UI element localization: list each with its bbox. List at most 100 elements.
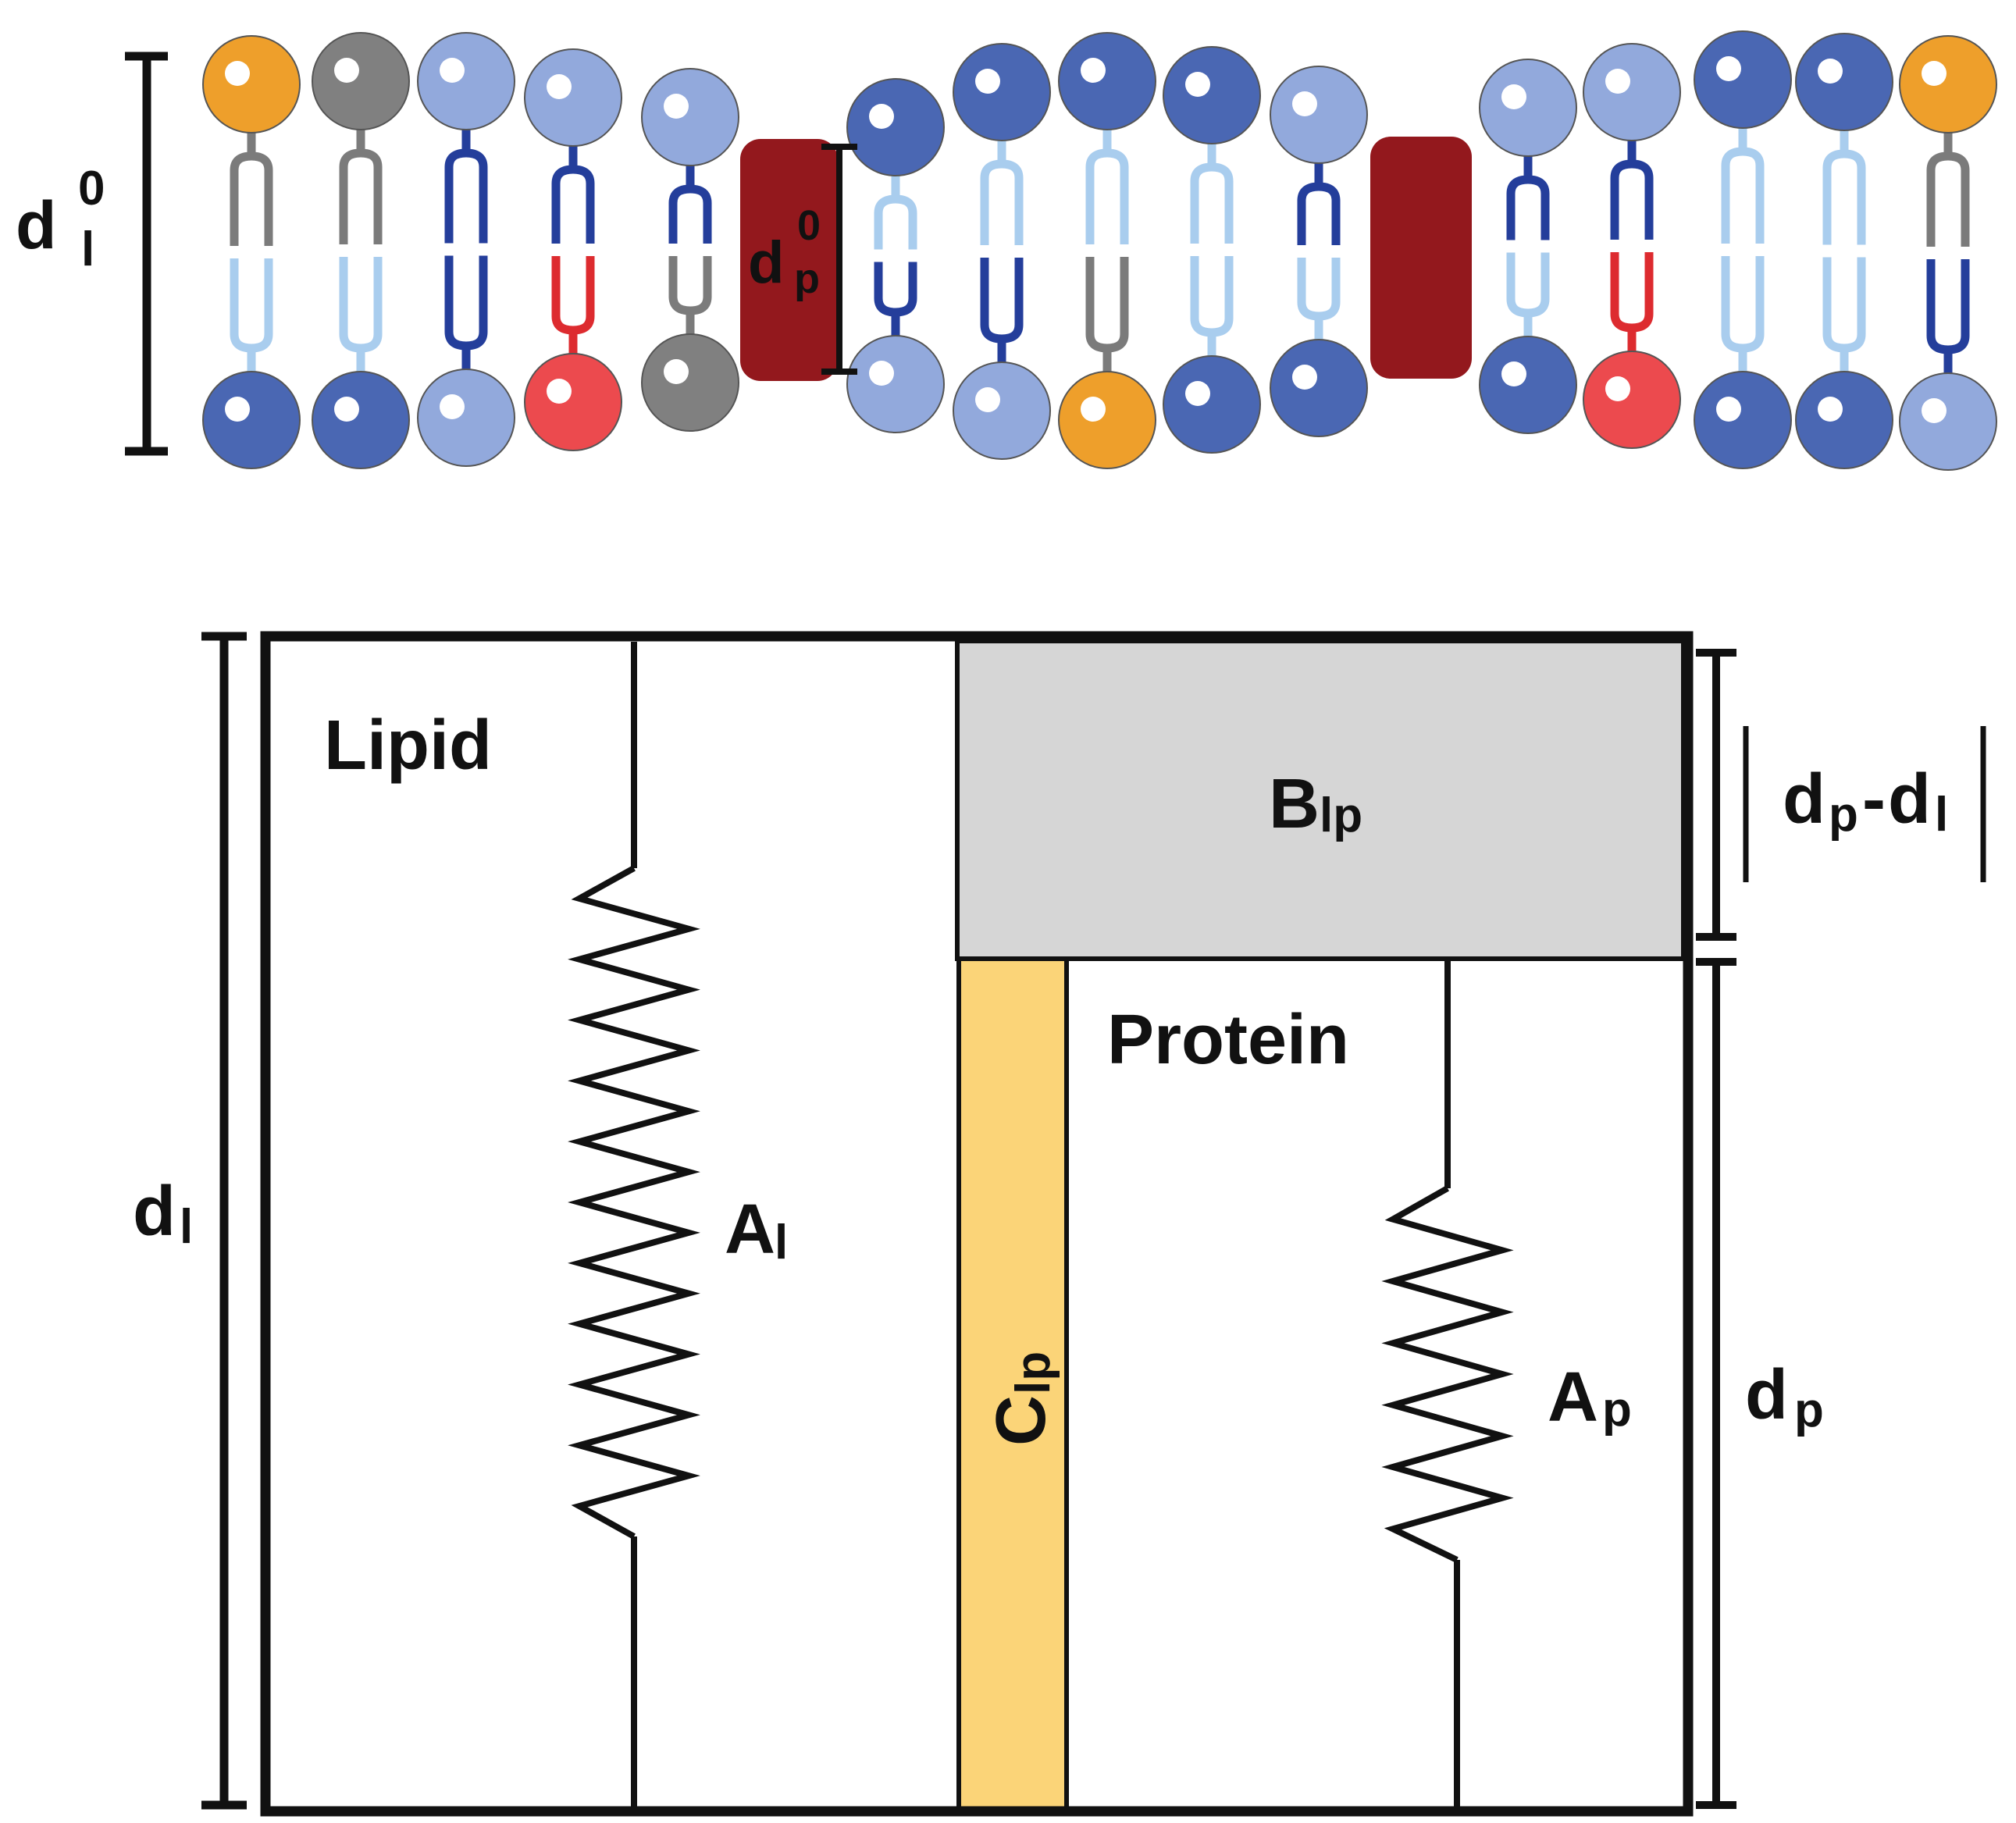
lipid-molecule <box>417 32 515 467</box>
dp0-label-sup: 0 <box>797 202 821 249</box>
lipid-tail-lower <box>339 257 383 353</box>
lipid-head-bottom <box>524 353 622 451</box>
lipid-head-bottom <box>1583 351 1681 449</box>
lipid-molecule <box>1899 35 1997 471</box>
dl0-label-d: d <box>16 188 57 263</box>
c-lp-sub: lp <box>1006 1351 1060 1394</box>
spring-a-l-coil <box>568 865 700 1540</box>
c-lp-column <box>956 956 1069 1812</box>
dim-diff-d2: d <box>1888 760 1931 839</box>
lipid-molecule <box>1058 32 1156 469</box>
dim-d-l-label: d l <box>133 1173 193 1254</box>
mechanical-model: Lipid Protein A l A p B lp C lp d l <box>133 631 1986 1817</box>
lipid-head-highlight <box>1716 56 1741 81</box>
lipid-tail-upper <box>230 151 273 246</box>
lipid-layer <box>202 30 1997 471</box>
lipid-head-highlight <box>1716 397 1741 422</box>
dim-diff-s2: l <box>1935 788 1948 842</box>
dim-d-p-label: d p <box>1745 1356 1824 1437</box>
lipid-label: Lipid <box>324 707 492 785</box>
lipid-head-top <box>1694 30 1792 129</box>
spring-a-p-coil <box>1381 1185 1514 1563</box>
lipid-head-highlight <box>440 394 465 419</box>
lipid-head-highlight <box>1292 91 1317 116</box>
lipid-tail-upper <box>1926 151 1970 247</box>
a-l-main: A <box>725 1191 775 1269</box>
lipid-head-top <box>417 32 515 130</box>
lipid-head-highlight <box>869 104 894 129</box>
spring-a-p <box>1381 959 1514 1807</box>
dim-diff-label: d p - d l <box>1743 726 1986 882</box>
lipid-head-top <box>1163 46 1261 144</box>
lipid-tail-lower <box>1926 259 1970 354</box>
lipid-head-highlight <box>334 397 359 422</box>
lipid-molecule <box>202 35 301 469</box>
lipid-head-bottom <box>312 371 410 469</box>
model-frame <box>260 631 1694 1817</box>
protein-block-right <box>1370 137 1472 379</box>
lipid-molecule <box>1795 33 1893 469</box>
lipid-head-highlight <box>225 397 250 422</box>
dim-d-p-bracket <box>1696 958 1736 1809</box>
dl0-label-sup: 0 <box>78 162 105 215</box>
protein-block-left <box>740 139 838 381</box>
dp0-bracket <box>821 144 857 375</box>
lipid-head-top <box>641 68 739 166</box>
lipid-tail-upper <box>444 148 488 244</box>
lipid-head-bottom <box>641 333 739 432</box>
a-p-label: A p <box>1548 1358 1632 1437</box>
lipid-head-top <box>202 35 301 134</box>
dim-diff-d1: d <box>1783 760 1825 839</box>
lipid-molecule <box>312 32 410 469</box>
lipid-tail-upper <box>1721 147 1765 244</box>
lipid-head-highlight <box>1081 58 1106 83</box>
dim-d-p-main: d <box>1745 1356 1788 1434</box>
lipid-head-highlight <box>1501 84 1526 109</box>
lipid-head-bottom <box>417 369 515 467</box>
lipid-head-bottom <box>1479 336 1577 434</box>
b-lp-sub: lp <box>1320 789 1362 842</box>
lipid-molecule <box>1583 43 1681 449</box>
lipid-head-highlight <box>1081 397 1106 422</box>
dl0-bracket <box>125 52 168 456</box>
dim-diff-s1: p <box>1829 788 1858 842</box>
spring-a-l <box>568 642 700 1807</box>
lipid-tail-lower <box>874 262 917 317</box>
lipid-tail-lower <box>1085 257 1129 353</box>
b-lp-main: B <box>1269 765 1320 843</box>
lipid-tail-upper <box>1506 175 1550 240</box>
protein-label: Protein <box>1107 1001 1349 1079</box>
lipid-tail-upper <box>980 159 1024 245</box>
lipid-tail-lower <box>1822 257 1866 353</box>
lipid-head-bottom <box>1058 371 1156 469</box>
lipid-head-top <box>1795 33 1893 131</box>
lipid-head-highlight <box>664 359 689 384</box>
lipid-tail-lower <box>1610 252 1654 333</box>
lipid-head-top <box>524 48 622 147</box>
dl0-label-sub: l <box>81 223 94 276</box>
lipid-head-bottom <box>846 335 945 433</box>
lipid-head-bottom <box>1270 339 1368 437</box>
lipid-tail-lower <box>1297 258 1341 321</box>
dim-diff-dash: - <box>1862 760 1886 839</box>
lipid-tail-upper <box>339 148 383 244</box>
a-p-sub: p <box>1602 1383 1632 1437</box>
lipid-head-top <box>846 78 945 176</box>
lipid-head-highlight <box>1818 59 1843 84</box>
lipid-head-bottom <box>953 361 1051 460</box>
lipid-tail-lower <box>1506 252 1550 318</box>
dim-d-l-sub: l <box>180 1200 193 1254</box>
lipid-head-highlight <box>1605 376 1630 401</box>
membrane-schematic: d l 0 d p 0 <box>16 30 1997 471</box>
lipid-head-highlight <box>975 387 1000 412</box>
lipid-tail-lower <box>230 258 273 353</box>
dim-d-p-sub: p <box>1794 1383 1824 1437</box>
lipid-head-highlight <box>1922 61 1947 86</box>
dim-d-l-bracket <box>201 632 247 1810</box>
lipid-molecule <box>1270 66 1368 437</box>
lipid-molecule <box>1163 46 1261 454</box>
c-lp-main: C <box>982 1395 1060 1446</box>
dp0-label-d: d <box>748 230 784 296</box>
lipid-tail-upper <box>1822 149 1866 245</box>
